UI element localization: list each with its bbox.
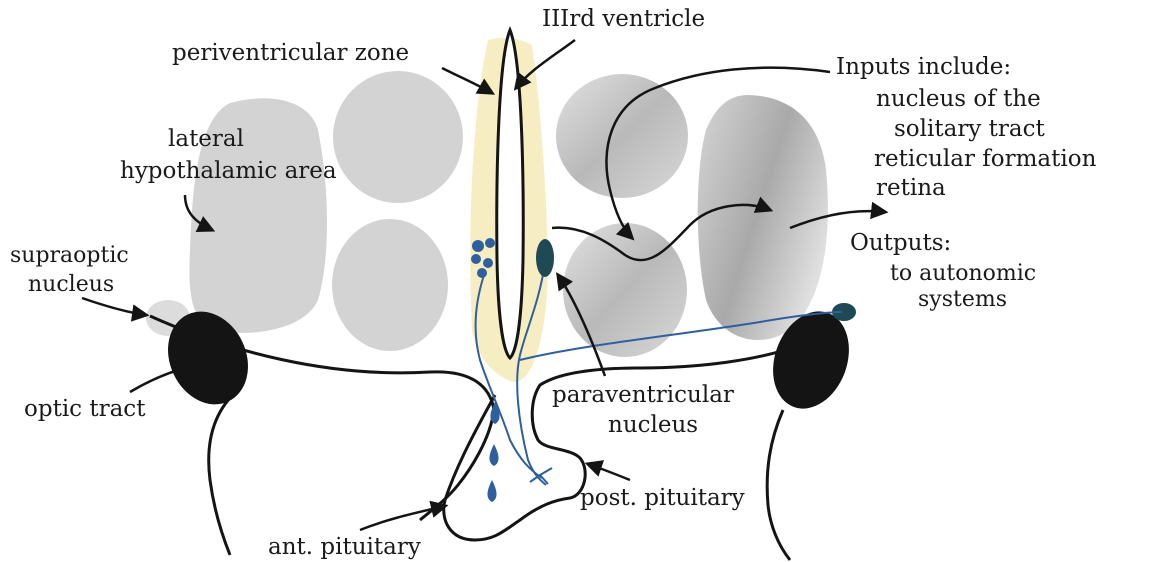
inputs-item-label: solitary tract — [894, 116, 1045, 142]
lateral-hypothalamic-label-line2: hypothalamic area — [120, 158, 337, 184]
outputs-label-line2: systems — [918, 287, 1007, 312]
lateral-hypothalamic-label-line1: lateral — [168, 126, 244, 152]
supraoptic-label-line1: supraoptic — [10, 243, 129, 268]
outputs-label-line1: to autonomic — [890, 261, 1036, 286]
right-upper-nucleus-region — [556, 74, 688, 198]
inputs-item-label: nucleus of the — [876, 86, 1041, 112]
inputs-item-label: retina — [876, 175, 946, 201]
left-lower-nucleus-region — [332, 219, 448, 351]
releasing-hormone-drops — [487, 402, 499, 502]
periventricular-zone-label: periventricular zone — [172, 40, 409, 66]
optic-tract-label: optic tract — [24, 396, 146, 422]
inputs-title-label: Inputs include: — [836, 54, 1011, 80]
paraventricular-nucleus-region — [536, 239, 554, 277]
ant-pituitary-arrow — [360, 506, 445, 530]
supraoptic-arrow — [82, 298, 146, 315]
post-pituitary-label: post. pituitary — [580, 485, 745, 511]
third-ventricle-outline — [497, 30, 523, 358]
paraventricular-label-line2: nucleus — [608, 412, 698, 438]
left-outer-curve — [209, 390, 238, 555]
post-pituitary-arrow — [588, 464, 630, 480]
inputs-item-label: reticular formation — [874, 146, 1097, 172]
third-ventricle-label: IIIrd ventricle — [542, 6, 705, 32]
supraoptic-label-line2: nucleus — [28, 272, 114, 297]
outputs-title-label: Outputs: — [850, 230, 951, 256]
right-lower-nucleus-region — [563, 223, 687, 357]
right-lateral-region — [698, 95, 828, 340]
paraventricular-label-line1: paraventricular — [552, 382, 734, 408]
right-outer-curve — [767, 410, 790, 560]
ant-pituitary-label: ant. pituitary — [268, 534, 421, 560]
left-upper-nucleus-region — [333, 71, 463, 203]
